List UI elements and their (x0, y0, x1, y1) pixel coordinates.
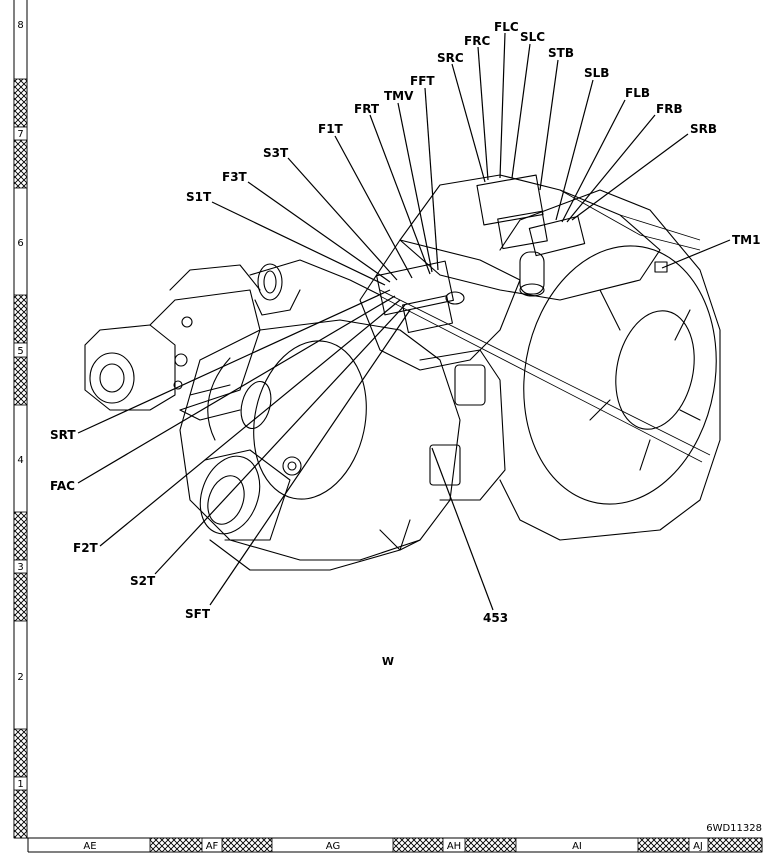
leader-f3t (247, 181, 391, 283)
column-hatch (221, 837, 273, 853)
row-label-6: 6 (17, 238, 23, 249)
callout-flb: FLB (625, 86, 650, 100)
row-label-7: 7 (17, 129, 23, 140)
callout-f1t: F1T (318, 122, 344, 136)
leader-s1t (211, 201, 386, 286)
callout-frb: FRB (656, 102, 683, 116)
callout-tmv: TMV (384, 89, 414, 103)
callout-labels: FLC SLC FRC STB SRC FFT SLB TMV FLB FRT … (50, 20, 760, 625)
callout-slb: SLB (584, 66, 609, 80)
row-label-3: 3 (17, 562, 23, 573)
callout-453: 453 (483, 611, 508, 625)
leader-frt (369, 114, 431, 275)
leader-srb (571, 133, 689, 221)
column-label-ag: AG (326, 841, 340, 852)
leader-tmv (397, 102, 433, 273)
callout-fft: FFT (410, 74, 435, 88)
row-label-8: 8 (17, 20, 23, 31)
column-hatch (464, 837, 517, 853)
column-label-ah: AH (447, 841, 461, 852)
callout-s3t: S3T (263, 146, 289, 160)
leader-slb (555, 79, 594, 221)
figure-id: 6WD11328 (706, 823, 762, 834)
leader-src (451, 63, 486, 183)
leader-s2t (154, 304, 406, 575)
callout-flc: FLC (494, 20, 519, 34)
callout-srb: SRB (690, 122, 717, 136)
column-hatch (637, 837, 690, 853)
callout-stb: STB (548, 46, 574, 60)
leader-flc (499, 32, 506, 179)
column-label-ae: AE (83, 841, 96, 852)
row-hatch (13, 511, 28, 561)
callout-tm1: TM1 (732, 233, 760, 247)
callout-sft: SFT (185, 607, 211, 621)
callout-f3t: F3T (222, 170, 248, 184)
callout-src: SRC (437, 51, 464, 65)
row-label-5: 5 (17, 346, 23, 357)
row-hatch (13, 572, 28, 622)
leader-f1t (334, 135, 413, 279)
row-label-2: 2 (17, 672, 23, 683)
row-hatch (13, 294, 28, 344)
view-label: W (382, 655, 394, 668)
transmission-assembly (84, 174, 721, 571)
column-label-af: AF (206, 841, 219, 852)
callout-srt: SRT (50, 428, 76, 442)
leader-f2t (99, 299, 401, 547)
row-label-4: 4 (17, 455, 23, 466)
row-label-1: 1 (17, 779, 23, 790)
leader-fft (424, 87, 439, 271)
column-hatch (149, 837, 203, 853)
leader-s3t (287, 157, 398, 281)
callout-frt: FRT (354, 102, 380, 116)
column-grid-border: AE AF AG AH AI AJ (27, 837, 763, 853)
row-grid-border: 8 7 6 5 4 3 2 1 (13, 0, 28, 839)
column-hatch (392, 837, 444, 853)
callout-frc: FRC (464, 34, 490, 48)
row-hatch (13, 728, 28, 778)
leader-tm1 (661, 239, 731, 269)
callout-s2t: S2T (130, 574, 156, 588)
column-label-aj: AJ (693, 841, 703, 852)
leader-fac (77, 295, 396, 484)
row-hatch (13, 789, 28, 839)
callout-slc: SLC (520, 30, 545, 44)
leader-slc (511, 43, 531, 179)
column-hatch (707, 837, 763, 853)
callout-fac: FAC (50, 479, 75, 493)
leader-frc (477, 46, 489, 181)
column-label-ai: AI (572, 841, 582, 852)
callout-s1t: S1T (186, 190, 212, 204)
leader-srt (77, 289, 391, 434)
row-hatch (13, 78, 28, 128)
leader-sft (209, 309, 411, 606)
leader-frb (566, 114, 656, 223)
row-hatch (13, 356, 28, 406)
row-hatch (13, 139, 28, 189)
leader-lines (77, 32, 731, 611)
leader-flb (561, 99, 626, 223)
callout-f2t: F2T (73, 541, 99, 555)
leader-stb (539, 59, 559, 191)
leader-453 (431, 447, 494, 611)
